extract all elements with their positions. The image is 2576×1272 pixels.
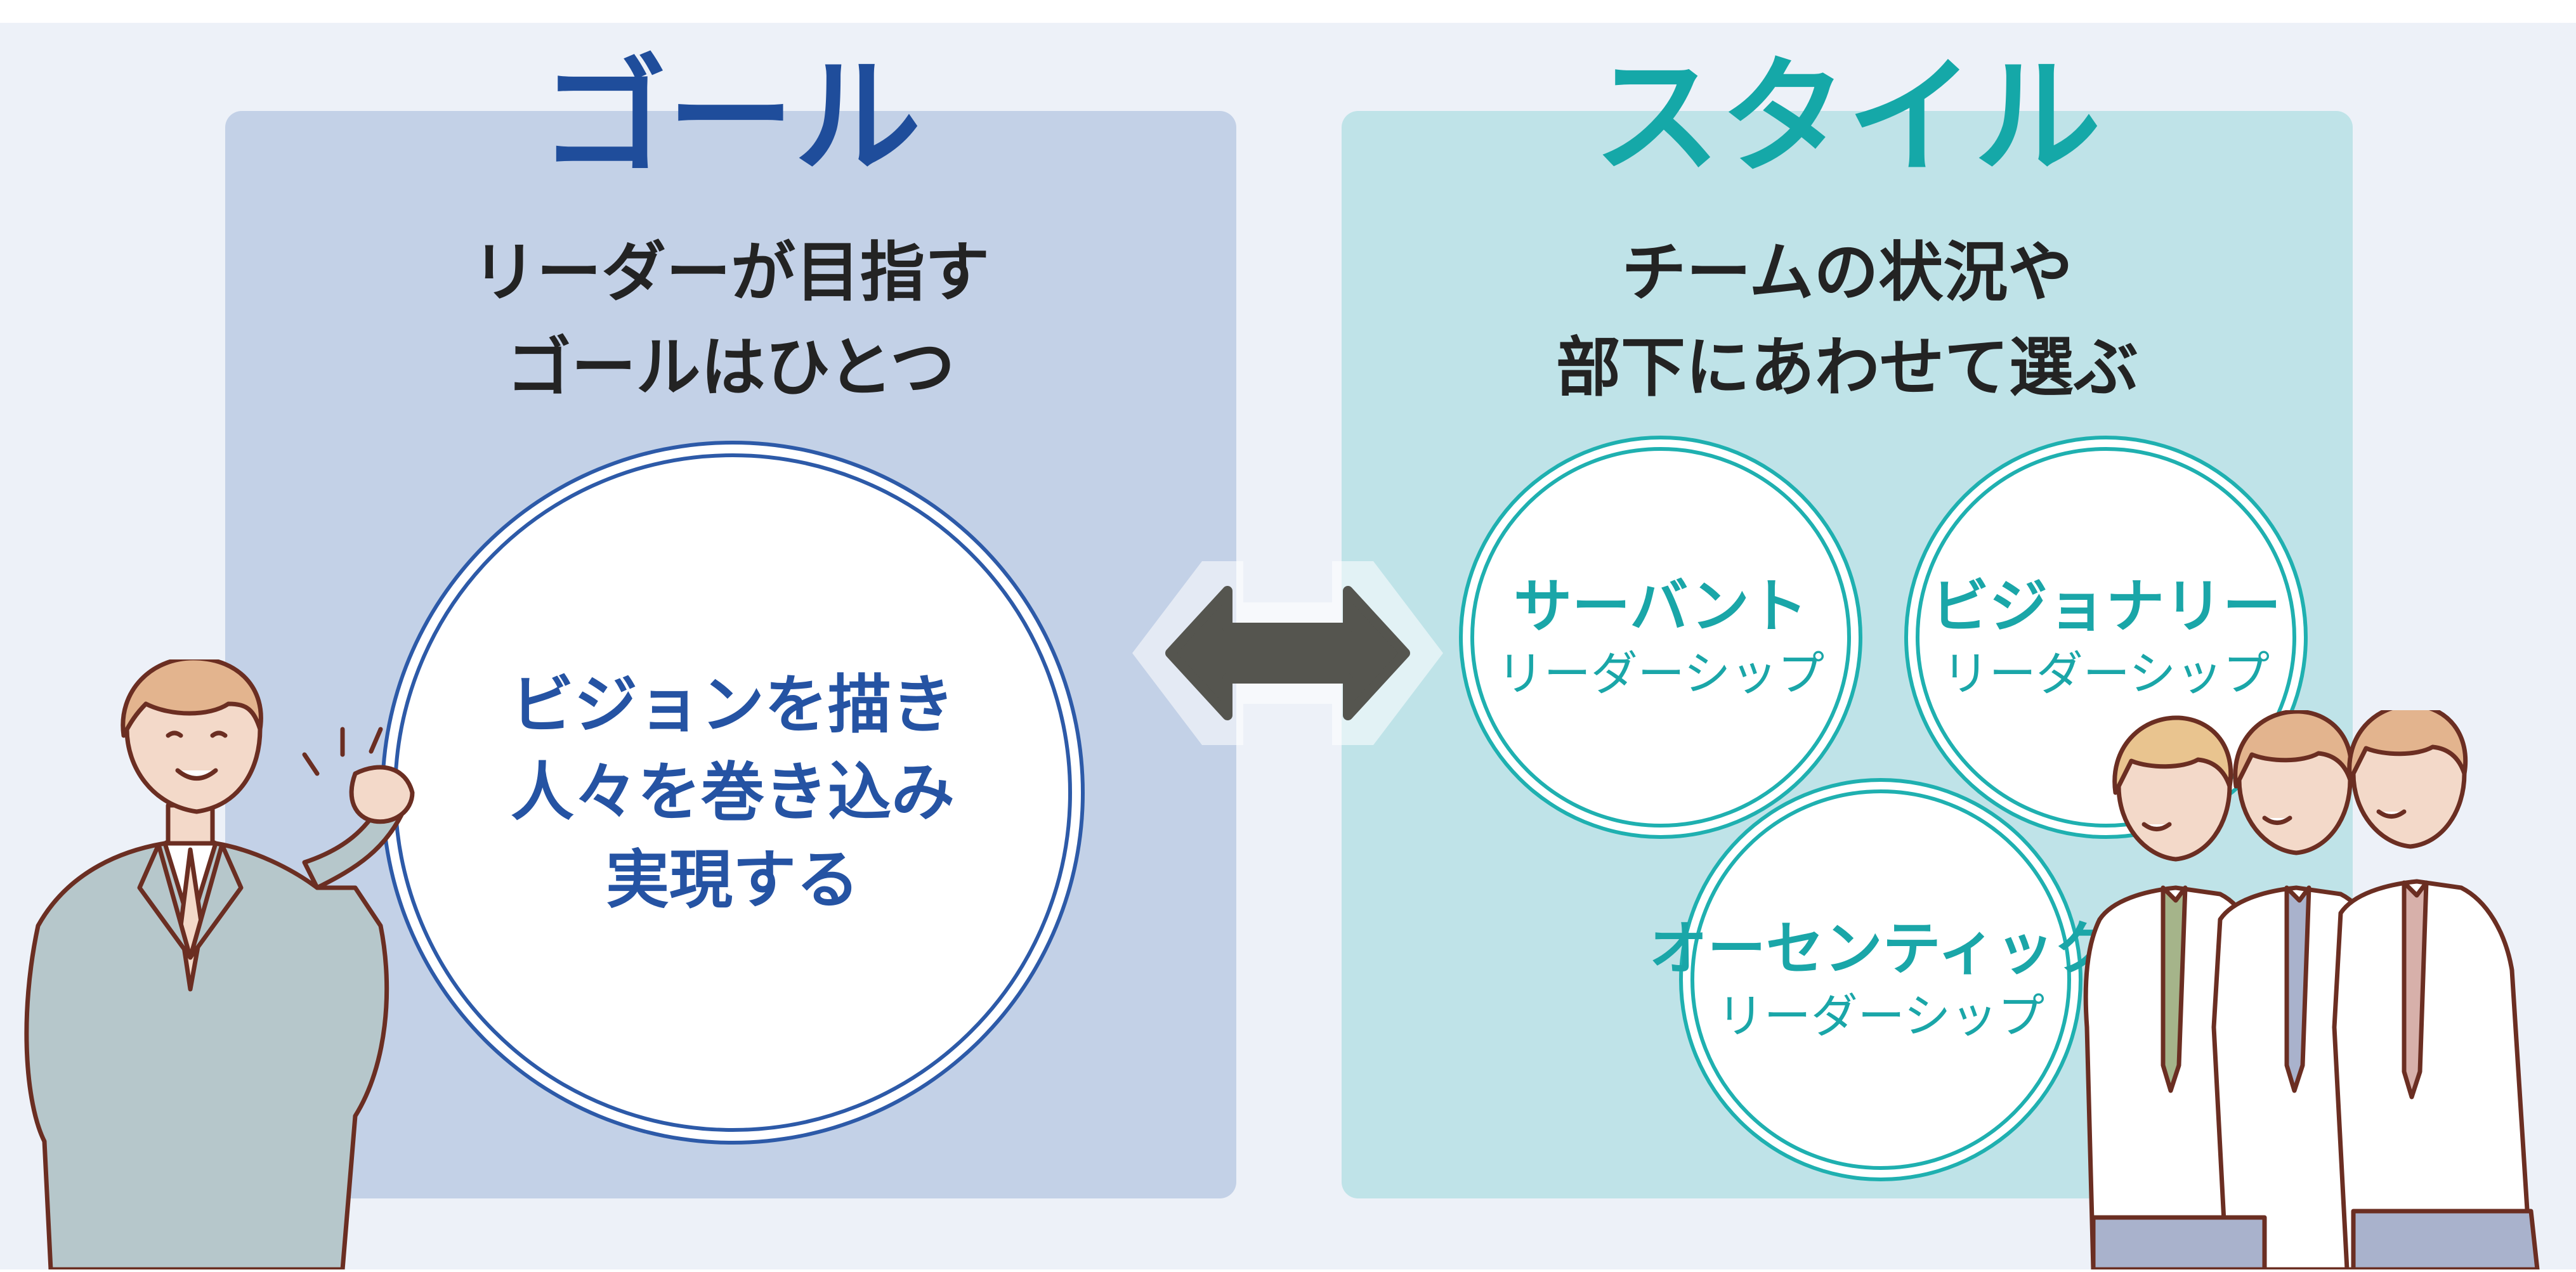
- style-label: リーダーシップ: [1496, 647, 1825, 701]
- style-subtitle-line: チームの状況や: [1621, 235, 2073, 311]
- style-name: サーバント: [1514, 573, 1808, 640]
- vision-circle: ビジョンを描き 人々を巻き込み 実現する: [393, 453, 1072, 1132]
- vision-line: ビジョンを描き: [511, 668, 955, 742]
- style-label: リーダーシップ: [1716, 989, 2045, 1044]
- authentic-leadership-circle: オーセンティック リーダーシップ: [1649, 789, 2112, 1170]
- vision-line: 人々を巻き込み: [511, 755, 955, 829]
- vision-line: 実現する: [606, 843, 860, 917]
- style-name: ビジョナリー: [1930, 573, 2281, 640]
- goal-subtitle: リーダーが目指す ゴールはひとつ: [225, 226, 1236, 416]
- goal-heading: ゴール: [540, 44, 921, 191]
- visionary-leadership-circle: ビジョナリー リーダーシップ: [1916, 447, 2296, 827]
- servant-leadership-circle: サーバント リーダーシップ: [1470, 447, 1851, 827]
- style-heading: スタイル: [1593, 44, 2101, 191]
- double-arrow-icon: [1120, 533, 1456, 774]
- leader-illustration: [0, 656, 482, 1272]
- goal-subtitle-line: ゴールはひとつ: [506, 330, 955, 406]
- style-subtitle: チームの状況や 部下にあわせて選ぶ: [1342, 226, 2353, 416]
- style-name: オーセンティック: [1649, 915, 2113, 983]
- goal-subtitle-line: リーダーが目指す: [472, 235, 990, 311]
- style-label: リーダーシップ: [1942, 647, 2270, 701]
- style-subtitle-line: 部下にあわせて選ぶ: [1556, 330, 2138, 406]
- team-illustration: [2074, 703, 2576, 1272]
